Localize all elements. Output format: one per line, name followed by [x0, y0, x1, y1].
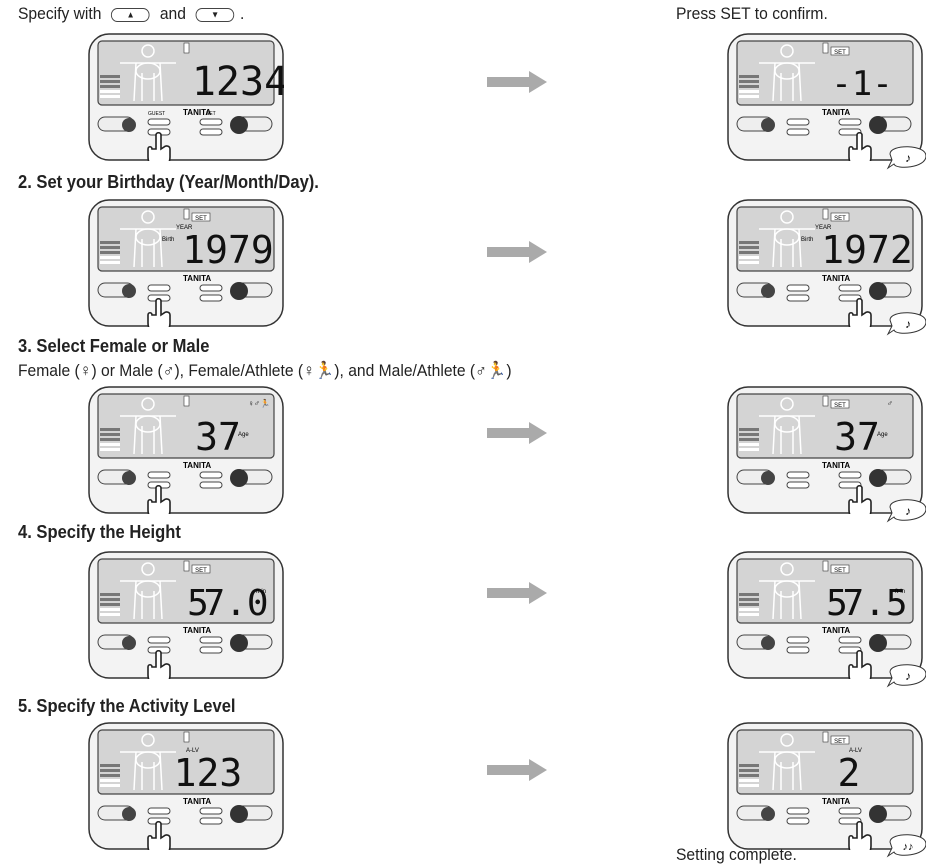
step-2-title: 2. Set your Birthday (Year/Month/Day).	[18, 172, 319, 192]
up-button-icon: ▲	[111, 7, 150, 22]
desc-male-text: ) or Male (	[91, 361, 163, 380]
display-value: 37	[195, 415, 241, 459]
display-inches: 7.5	[842, 583, 907, 624]
svg-text:♪: ♪	[905, 504, 911, 518]
beep-note-icon: ♪	[886, 312, 926, 336]
desc-end-text: )	[506, 361, 512, 380]
desc-female-text: Female (	[18, 361, 80, 380]
male-icon: ♂	[162, 361, 175, 380]
brand-label: TANITA	[183, 626, 211, 635]
beep-note-icon: ♪	[886, 499, 926, 523]
male-indicator-icon: ♂	[887, 399, 893, 408]
display-prefix: Birth	[162, 237, 174, 243]
scale-display-1-right: SET -1- TANITA	[727, 33, 923, 161]
display-sub-label: A-LV	[849, 748, 862, 754]
scale-display-4-left: SET 5 7.0 ft-in TANITA	[88, 551, 284, 679]
intro-specify-and: and	[159, 4, 186, 23]
brand-label: TANITA	[183, 461, 211, 470]
display-value: 1979	[182, 228, 274, 272]
female-athlete-icon: ♀🏃	[303, 361, 335, 380]
display-inches: 7.0	[203, 583, 268, 624]
set-tag: SET	[834, 50, 846, 56]
scale-display-3-left: ♀♂🏃 37 Age TANITA	[88, 386, 284, 514]
svg-text:♪♪: ♪♪	[903, 841, 914, 853]
setting-complete-text: Setting complete.	[676, 845, 797, 864]
step-4-title: 4. Specify the Height	[18, 522, 181, 542]
guest-label: GUEST	[148, 111, 165, 117]
arrow-right-icon	[487, 422, 547, 444]
gender-indicator-icon: ♀♂🏃	[248, 398, 270, 408]
display-feet: 5	[826, 583, 848, 624]
press-set-instruction: Press SET to confirm.	[676, 4, 828, 23]
scale-display-4-right: SET 5 7.5 ft-in TANITA	[727, 551, 923, 679]
arrow-right-icon	[487, 759, 547, 781]
beep-note-icon: ♪	[886, 664, 926, 688]
display-value: -1-	[831, 64, 892, 104]
display-prefix: Birth	[801, 237, 813, 243]
set-tag: SET	[834, 739, 846, 745]
scale-display-5-left: A-LV 123 TANITA	[88, 722, 284, 850]
display-sub-label: A-LV	[186, 748, 199, 754]
brand-label: TANITA	[822, 626, 850, 635]
desc-male-athlete-text: ), and Male/Athlete (	[334, 361, 476, 380]
display-sub-label: YEAR	[815, 225, 832, 231]
svg-text:♪: ♪	[905, 669, 911, 683]
brand-label: TANITA	[822, 274, 850, 283]
arrow-right-icon	[487, 582, 547, 604]
svg-text:♪: ♪	[905, 151, 911, 165]
scale-display-2-right: SET YEAR Birth 1972 TANITA	[727, 199, 923, 327]
display-value: 1972	[821, 228, 913, 272]
arrow-right-icon	[487, 71, 547, 93]
beep-note-icon: ♪	[886, 146, 926, 170]
brand-label: TANITA	[822, 108, 850, 117]
step-3-title: 3. Select Female or Male	[18, 336, 210, 356]
intro-specify-suffix: .	[239, 4, 245, 23]
display-value: 1234	[192, 59, 284, 105]
display-unit: ft-in	[895, 589, 905, 595]
step-5-title: 5. Specify the Activity Level	[18, 696, 236, 716]
down-button-icon: ▼	[195, 7, 235, 22]
male-athlete-icon: ♂🏃	[475, 361, 507, 380]
set-tag: SET	[834, 216, 846, 222]
display-value: 123	[174, 751, 243, 795]
set-tag: SET	[195, 568, 207, 574]
brand-label: TANITA	[183, 797, 211, 806]
step-3-description: Female (♀) or Male (♂), Female/Athlete (…	[18, 361, 512, 381]
brand-label: TANITA	[822, 797, 850, 806]
display-unit: ft-in	[256, 589, 266, 595]
display-feet: 5	[187, 583, 209, 624]
display-unit: Age	[238, 432, 249, 438]
set-tag: SET	[834, 568, 846, 574]
set-tag: SET	[195, 216, 207, 222]
brand-label: TANITA	[183, 274, 211, 283]
scale-display-5-right: SET A-LV 2 TANITA	[727, 722, 923, 850]
intro-specify-prefix: Specify with	[18, 4, 102, 23]
scale-display-1-left: 1234 TANITA GUEST SET	[88, 33, 284, 161]
scale-display-3-right: SET ♂ 37 Age TANITA	[727, 386, 923, 514]
female-icon: ♀	[79, 361, 92, 380]
desc-female-athlete-text: ), Female/Athlete (	[174, 361, 304, 380]
brand-label: TANITA	[183, 108, 211, 117]
display-value: 37	[834, 415, 880, 459]
display-sub-label: YEAR	[176, 225, 193, 231]
set-label: SET	[206, 111, 216, 117]
double-beep-note-icon: ♪♪	[886, 834, 926, 858]
display-unit: Age	[877, 432, 888, 438]
brand-label: TANITA	[822, 461, 850, 470]
intro-specify-line: Specify with ▲ and ▼.	[18, 4, 245, 24]
display-value: 2	[838, 751, 861, 795]
svg-text:♪: ♪	[905, 317, 911, 331]
scale-display-2-left: SET YEAR Birth 1979 TANITA	[88, 199, 284, 327]
arrow-right-icon	[487, 241, 547, 263]
set-tag: SET	[834, 403, 846, 409]
